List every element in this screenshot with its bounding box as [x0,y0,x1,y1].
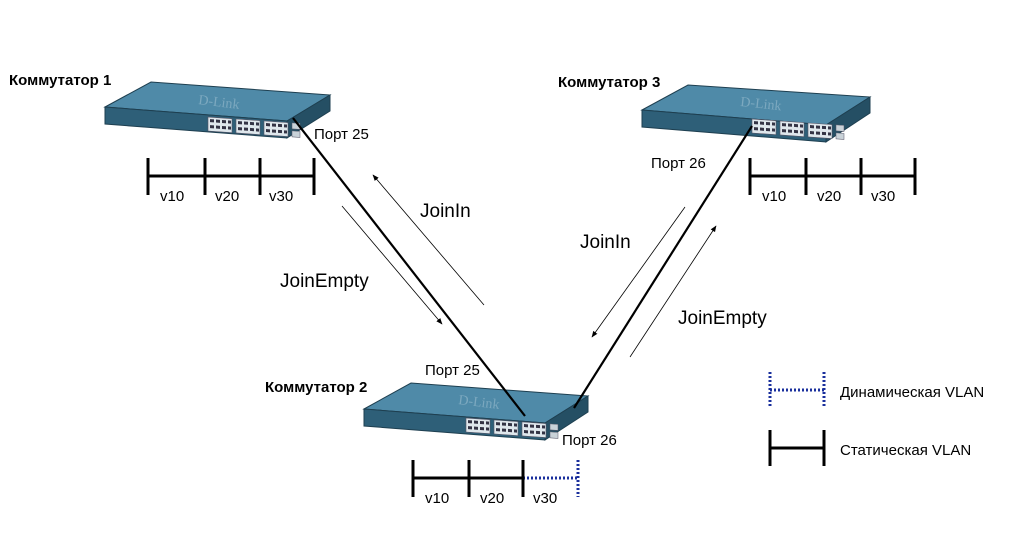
vlan-label-v20: v20 [480,490,504,507]
legend-static-vlan: Статическая VLAN [768,430,971,466]
legend: Динамическая VLAN Статическая VLAN [768,372,984,466]
legend-dynamic-vlan: Динамическая VLAN [768,372,984,408]
legend-static-label: Статическая VLAN [840,442,971,459]
dlink-logo: D-Link [458,393,501,413]
switch-3: D-Link Коммутатор 3 Порт 26 [558,74,872,172]
switch-2-ports [465,417,559,439]
switch-2-title: Коммутатор 2 [265,379,367,396]
switch-3-port-label: Порт 26 [651,155,706,172]
switch-1: D-Link Коммутатор 1 Порт 25 [9,72,369,143]
dlink-logo: D-Link [198,93,241,113]
vlan-label-v20: v20 [817,188,841,205]
vlan-bar-switch-3: v10 v20 v30 [748,158,917,205]
switch-2-port-right-label: Порт 26 [562,432,617,449]
switch-2-port-left-label: Порт 25 [425,362,480,379]
vlan-label-v30: v30 [871,188,895,205]
vlan-label-v10: v10 [160,188,184,205]
message-joinin-left: JoinIn [420,201,471,222]
vlan-bar-switch-2: v10 v20 v30 [411,460,580,507]
message-joinempty-left: JoinEmpty [280,271,369,292]
switch-2: D-Link Коммутатор 2 Порт 25 Порт 26 [265,362,617,449]
vlan-label-v10: v10 [425,490,449,507]
arrow-joinin-right [591,206,686,338]
switch-3-ports [751,118,845,140]
message-joinempty-right: JoinEmpty [678,308,767,329]
vlan-bar-switch-1: v10 v20 v30 [146,158,316,205]
switch-1-port-label: Порт 25 [314,126,369,143]
arrow-joinin-left [372,174,485,306]
message-joinin-right: JoinIn [580,232,631,253]
switch-1-ports [207,116,301,138]
switch-3-title: Коммутатор 3 [558,74,660,91]
vlan-label-v10: v10 [762,188,786,205]
arrow-joinempty-right [629,225,717,358]
arrow-joinempty-left [341,205,443,325]
vlan-label-v30: v30 [269,188,293,205]
legend-dynamic-label: Динамическая VLAN [840,384,984,401]
vlan-label-v30: v30 [533,490,557,507]
link-sw2-sw3 [573,125,753,409]
link-sw1-sw2 [292,117,526,417]
switch-1-title: Коммутатор 1 [9,72,111,89]
dlink-logo: D-Link [740,95,783,114]
vlan-label-v20: v20 [215,188,239,205]
